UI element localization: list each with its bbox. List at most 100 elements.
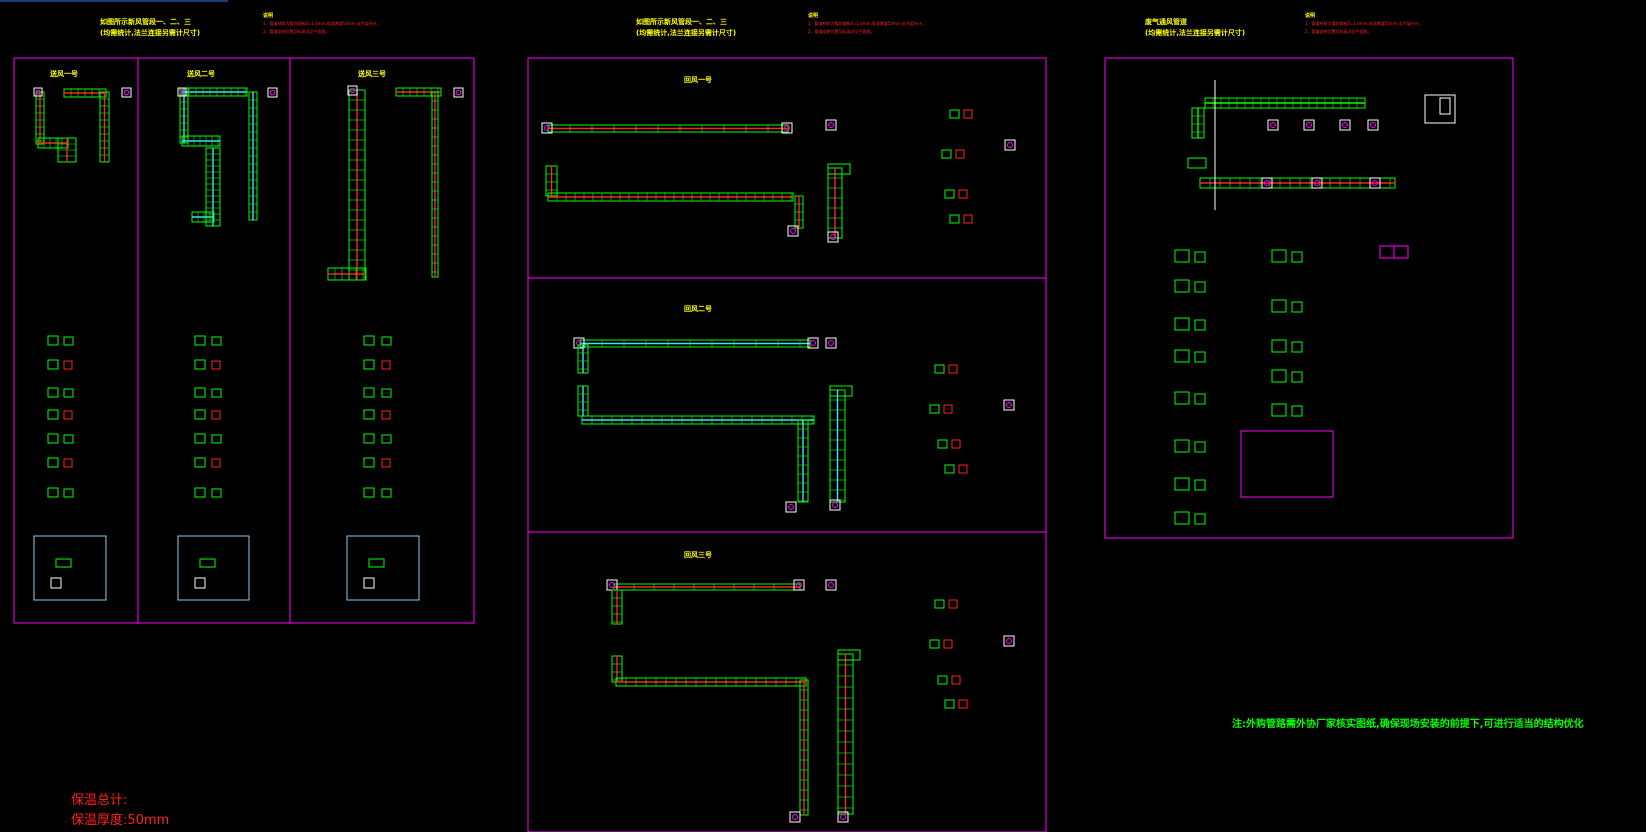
- fitting-mid: [963, 214, 973, 224]
- notes-a-1: 1、管道材质为镀锌钢板δ=1.0mm,保温厚度50mm,支吊架另计。: [263, 21, 381, 26]
- flange: [267, 87, 278, 98]
- fitting-a: [363, 409, 375, 420]
- fitting-right: [1271, 249, 1287, 263]
- insulation-total: 保温总计:: [71, 793, 128, 808]
- fitting-b: [211, 360, 221, 370]
- fitting-mid: [944, 189, 955, 199]
- fitting-b: [63, 458, 73, 468]
- fitting-b: [381, 434, 392, 444]
- fitting-right: [1291, 405, 1303, 417]
- legend-fitting: [199, 558, 216, 568]
- fitting-right: [1271, 369, 1287, 383]
- fitting-right: [1291, 341, 1303, 353]
- fitting-b: [63, 336, 74, 346]
- fitting-a: [363, 359, 375, 370]
- notes-heading-a: 说明: [263, 13, 274, 19]
- fitting-right: [1194, 319, 1206, 331]
- fitting-right: [1291, 301, 1303, 313]
- flange-hole: [1342, 122, 1348, 128]
- flange: [606, 579, 618, 591]
- fitting-mid: [951, 439, 961, 449]
- flange: [825, 119, 837, 131]
- fitting-a: [47, 387, 59, 398]
- flange-hole: [784, 125, 790, 131]
- fitting-mid: [929, 404, 940, 414]
- flange-hole: [1006, 402, 1012, 408]
- fitting-a: [194, 457, 206, 468]
- fitting-b: [211, 388, 222, 398]
- notes-a-2: 2、管道安装位置及标高详见平面图。: [263, 29, 330, 34]
- header-mid-line1: 如图所示新风管段一、二、三: [636, 18, 727, 26]
- section-label-3: 回风三号: [684, 551, 712, 559]
- fitting-b: [211, 434, 222, 444]
- fitting-a: [363, 335, 375, 346]
- fitting-right: [1291, 251, 1303, 263]
- legend-box-left: [33, 535, 107, 601]
- flange-hole: [796, 582, 802, 588]
- flange-hole: [1270, 122, 1276, 128]
- flange-hole: [830, 234, 836, 240]
- notes-heading-c: 说明: [1305, 13, 1316, 19]
- flange: [1303, 119, 1315, 131]
- fitting-right: [1174, 249, 1190, 263]
- fitting-a: [363, 387, 375, 398]
- fitting-mid: [934, 599, 945, 609]
- flange-hole: [35, 89, 41, 95]
- flange-hole: [828, 122, 834, 128]
- legend-fitting: [368, 558, 385, 568]
- flange: [1369, 177, 1381, 189]
- fitting-a: [47, 457, 59, 468]
- fitting-right: [1271, 403, 1287, 417]
- fitting-mid: [943, 404, 953, 414]
- fitting-b: [63, 388, 74, 398]
- column-label-3: 送风三号: [358, 70, 386, 78]
- fitting-right: [1194, 479, 1206, 491]
- fitting-right: [1174, 349, 1190, 363]
- fitting-b: [381, 458, 391, 468]
- header-right-line2: (均需统计,法兰连接另需计尺寸): [1145, 29, 1246, 37]
- flange-hole: [179, 89, 185, 95]
- fitting-a: [194, 359, 206, 370]
- flange-hole: [123, 89, 130, 96]
- fitting-right: [1174, 391, 1190, 405]
- legend-box-right: [1240, 430, 1334, 498]
- header-right-line1: 废气通风管道: [1145, 18, 1187, 26]
- flange: [1339, 119, 1351, 131]
- fitting-mid: [943, 639, 953, 649]
- flange: [1367, 119, 1379, 131]
- flange: [121, 87, 132, 98]
- flange-hole: [269, 89, 276, 96]
- ret1-riser-cap: [827, 163, 851, 175]
- fitting-b: [381, 410, 391, 420]
- flange: [789, 811, 801, 823]
- panel-frame-left: [13, 57, 475, 624]
- notes-c-2: 2、管道安装位置及标高详见平面图。: [1305, 29, 1372, 34]
- legend-fitting: [194, 577, 206, 589]
- header-mid-line2: (均需统计,法兰连接另需计尺寸): [636, 29, 737, 37]
- fitting-a: [363, 457, 375, 468]
- fitting-right: [1194, 441, 1206, 453]
- notes-heading-b: 说明: [808, 13, 819, 19]
- fitting-a: [47, 433, 59, 444]
- flange-hole: [1006, 638, 1012, 644]
- fitting-b: [381, 488, 392, 498]
- flange: [825, 579, 837, 591]
- fitting-mid: [958, 464, 968, 474]
- exh-fan: [1424, 94, 1456, 124]
- fitting-mid: [934, 364, 945, 374]
- fitting-b: [381, 388, 392, 398]
- fitting-a: [363, 433, 375, 444]
- fitting-right: [1271, 339, 1287, 353]
- fitting-mid: [941, 149, 952, 159]
- fabrication-note: 注:外购管路需外协厂家核实图纸,确保现场安装的前提下,可进行适当的结构优化: [1232, 719, 1584, 730]
- fitting-b: [63, 434, 74, 444]
- fitting-a: [47, 409, 59, 420]
- fitting-mid: [948, 599, 958, 609]
- fitting-right: [1194, 513, 1206, 525]
- fitting-mid: [929, 639, 940, 649]
- flange: [541, 122, 553, 134]
- fitting-a: [363, 487, 375, 498]
- flange: [1004, 139, 1016, 151]
- flange: [573, 337, 585, 349]
- flange: [347, 85, 358, 96]
